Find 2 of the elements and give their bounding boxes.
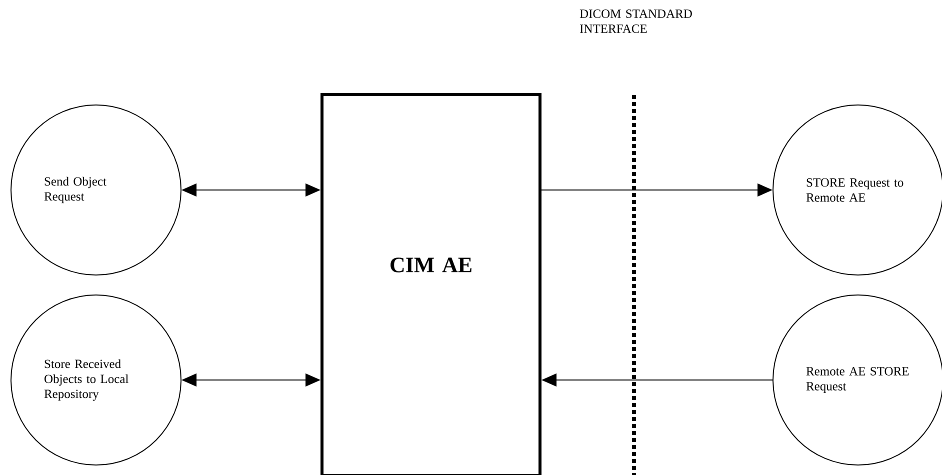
process-box: CIM AE [320, 93, 542, 475]
interface-label: DICOM STANDARD INTERFACE [580, 10, 692, 33]
